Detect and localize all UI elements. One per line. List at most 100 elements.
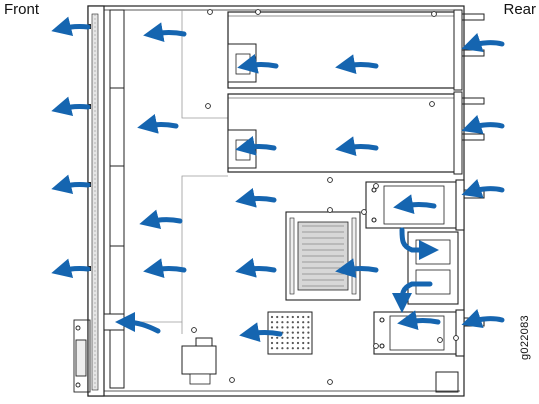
bga-pin <box>276 326 279 329</box>
screws <box>191 9 459 385</box>
airflow-arrow-icon <box>143 258 187 279</box>
bga-pin <box>281 321 284 324</box>
bga-pin <box>296 326 300 329</box>
bga-pin <box>296 315 300 319</box>
screw-icon <box>453 335 459 341</box>
airflow-arrow-icon <box>235 258 277 278</box>
bga-pin <box>291 321 294 324</box>
bga-pin <box>286 347 289 350</box>
bga-pin <box>286 315 289 319</box>
bga-pin <box>296 331 300 334</box>
airflow-arrow-icon <box>392 281 433 313</box>
bga-pin <box>302 331 305 334</box>
screw-icon <box>255 9 261 15</box>
bga-pin <box>307 321 310 324</box>
screw-icon <box>373 183 379 189</box>
bga-pin <box>270 336 274 339</box>
bga-pin <box>307 326 310 329</box>
power-supply-top-handle <box>462 13 485 57</box>
airflow-arrow-icon <box>235 136 277 156</box>
airflow-arrow-icon <box>51 96 91 117</box>
bga-pin <box>281 336 284 339</box>
bga-pin <box>302 347 305 350</box>
screw-icon <box>207 9 213 15</box>
airflow-arrow-icon <box>335 54 379 75</box>
front-bezel <box>87 5 105 397</box>
bga-pin <box>276 315 279 319</box>
screw-icon <box>431 11 437 17</box>
cpu-heatsink <box>285 211 361 301</box>
bga-pin <box>302 341 305 345</box>
screw-icon <box>361 209 367 215</box>
front-bottom-bracket <box>73 319 91 393</box>
bga-pin <box>286 321 289 324</box>
bga-pin <box>281 347 284 350</box>
small-component <box>181 337 217 385</box>
airflow-arrow-icon <box>51 174 91 195</box>
bga-pin <box>296 347 300 350</box>
bga-pin <box>270 347 274 350</box>
bga-pin <box>270 326 274 329</box>
bga-pin <box>276 321 279 324</box>
front-label: Front <box>4 1 40 18</box>
airflow-arrow-icon <box>397 310 441 331</box>
rear-io-module <box>407 231 459 305</box>
bga-pin <box>291 341 294 345</box>
bga-pin <box>286 341 289 345</box>
bga-pin <box>302 315 305 319</box>
power-supply-bottom-handle <box>462 97 485 141</box>
airflow-arrow-icon <box>115 312 161 334</box>
bga-pin <box>291 336 294 339</box>
bga-pin <box>291 326 294 329</box>
screw-icon <box>437 337 443 343</box>
airflow-arrows <box>51 16 505 343</box>
bga-pin <box>286 326 289 329</box>
screw-icon <box>205 103 211 109</box>
screw-icon <box>327 177 333 183</box>
bga-pin <box>296 336 300 339</box>
bga-pin <box>291 331 294 334</box>
airflow-arrow-icon <box>51 16 91 37</box>
bga-pin <box>302 326 305 329</box>
airflow-arrow-icon <box>137 114 179 134</box>
screw-icon <box>429 101 435 107</box>
bga-pin <box>307 341 310 345</box>
bga-pin <box>281 341 284 345</box>
bga-pin <box>307 347 310 350</box>
bga-pin <box>270 321 274 324</box>
bga-pin <box>281 315 284 319</box>
bga-pin <box>296 341 300 345</box>
bga-pin <box>302 321 305 324</box>
airflow-arrow-icon <box>335 258 379 279</box>
bga-pin <box>307 336 310 339</box>
airflow-arrow-icon <box>235 188 277 208</box>
bga-pin <box>307 331 310 334</box>
airflow-arrow-icon <box>139 209 183 230</box>
rear-label: Rear <box>503 1 536 18</box>
bga-pin <box>291 347 294 350</box>
bga-pin <box>270 315 274 319</box>
bga-pin <box>291 315 294 319</box>
airflow-arrow-icon <box>399 227 439 260</box>
screw-icon <box>373 343 379 349</box>
airflow-arrow-icon <box>335 136 379 157</box>
bga-pin <box>281 326 284 329</box>
screw-icon <box>327 207 333 213</box>
bga-pin <box>276 336 279 339</box>
airflow-arrow-icon <box>237 54 279 74</box>
screw-icon <box>229 377 235 383</box>
bga-pin <box>276 341 279 345</box>
bga-pin <box>286 331 289 334</box>
bga-pin <box>307 315 310 319</box>
bga-pin <box>296 321 300 324</box>
airflow-arrow-icon <box>461 115 505 135</box>
bga-pin <box>270 341 274 345</box>
airflow-arrow-icon <box>51 258 91 279</box>
bga-pin <box>302 336 305 339</box>
airflow-arrow-icon <box>461 309 505 329</box>
screw-icon <box>327 379 333 385</box>
airflow-arrow-icon <box>393 194 437 215</box>
airflow-arrow-icon <box>461 179 505 199</box>
power-supply-bottom <box>227 91 463 175</box>
